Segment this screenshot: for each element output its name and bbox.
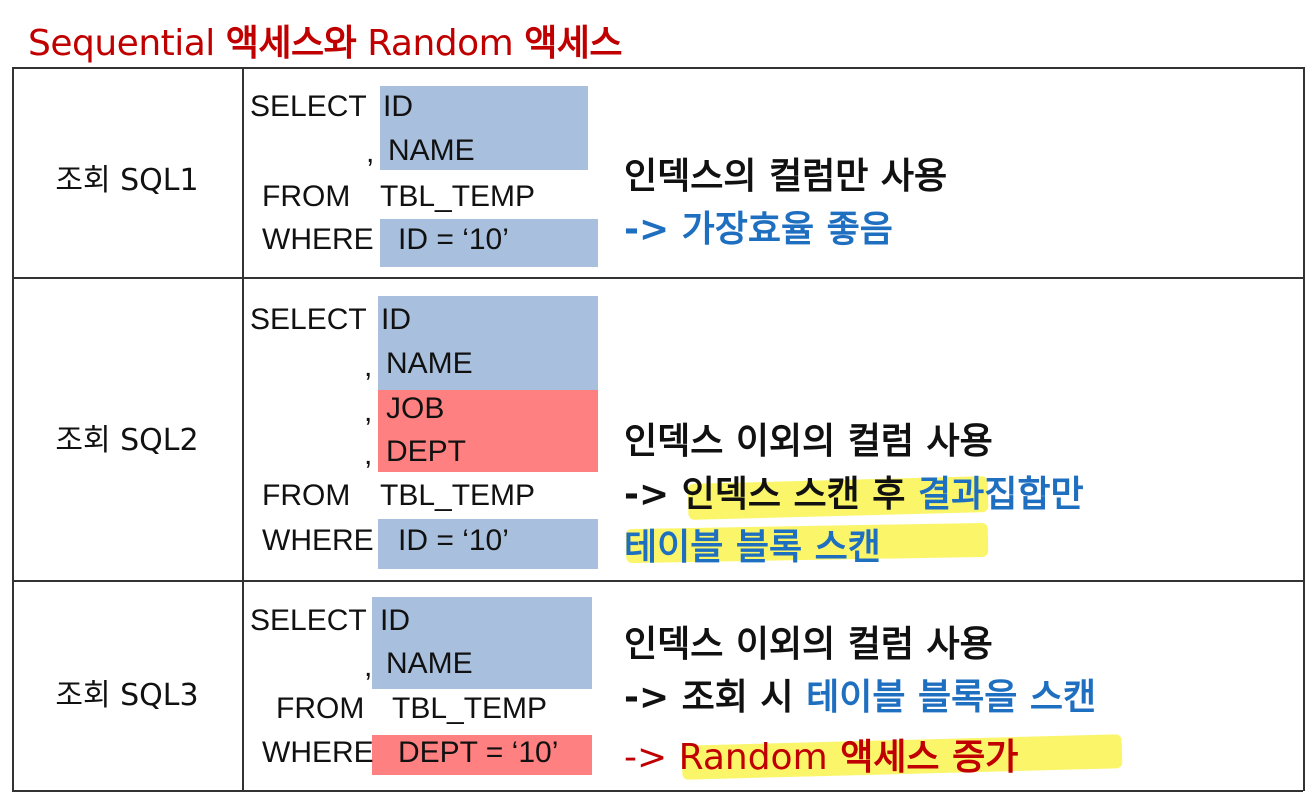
index-condition-highlight xyxy=(378,519,598,569)
sql-where-condition: ID = ‘10’ xyxy=(398,223,509,256)
note-line-3: -> Random 액세스 증가 xyxy=(624,728,1018,780)
title-part-1: Sequential xyxy=(28,23,226,64)
note-line-3: 테이블 블록 스캔 xyxy=(624,527,881,568)
title-part-4: 액세스 xyxy=(524,23,623,64)
sql-comma: , xyxy=(364,350,373,383)
sql-where-keyword: WHERE xyxy=(262,736,374,769)
sql-from-keyword: FROM xyxy=(276,692,365,725)
note-line-2: -> 조회 시 테이블 블록을 스캔 xyxy=(624,668,1096,720)
note-text-emphasis: 액세스 증가 xyxy=(827,737,1019,778)
note-line-1: 인덱스의 컬럼만 사용 xyxy=(624,156,948,197)
index-column-highlight xyxy=(372,597,592,689)
index-column-highlight xyxy=(378,296,598,390)
note-text-emphasis: 테이블 블록을 스캔 xyxy=(806,677,1097,718)
sql-table-name: TBL_TEMP xyxy=(380,479,536,512)
sql-from-keyword: FROM xyxy=(262,180,351,213)
note-line-2: -> 가장효율 좋음 xyxy=(624,209,893,250)
table-border-top xyxy=(12,67,1303,69)
note-text: Random xyxy=(678,737,828,778)
sql-column-name: NAME xyxy=(388,134,475,167)
row-label-sql2: 조회 SQL2 xyxy=(55,423,199,458)
sql-column-dept: DEPT xyxy=(386,435,467,468)
row-label-sql3: 조회 SQL3 xyxy=(55,678,199,713)
non-index-column-highlight xyxy=(378,390,598,472)
note-arrow: -> xyxy=(624,474,682,515)
sql-column-id: ID xyxy=(380,604,410,637)
sql-comma: , xyxy=(364,438,373,471)
note-line-1: 인덱스 이외의 컬럼 사용 xyxy=(624,624,993,665)
table-column-divider xyxy=(242,67,244,791)
title-part-3: Random xyxy=(356,23,525,64)
sql-column-name: NAME xyxy=(386,647,473,680)
note-arrow: -> xyxy=(624,737,679,778)
sql-from-keyword: FROM xyxy=(262,479,351,512)
note-text: -> 조회 시 xyxy=(624,677,807,718)
note-line-2: -> 인덱스 스캔 후 결과집합만 xyxy=(624,465,1084,517)
sql-table-name: TBL_TEMP xyxy=(392,692,548,725)
sql-select-keyword: SELECT xyxy=(250,90,367,123)
sql-select-keyword: SELECT xyxy=(250,604,367,637)
table-border-left xyxy=(12,67,14,791)
title-part-2: 액세스와 xyxy=(225,23,357,64)
sql-where-condition: DEPT = ‘10’ xyxy=(398,736,559,769)
sql-where-keyword: WHERE xyxy=(262,524,374,557)
table-border-right xyxy=(1303,67,1305,791)
sql-comma: , xyxy=(364,395,373,428)
non-index-condition-highlight xyxy=(372,735,592,775)
table-border-bottom xyxy=(12,790,1303,792)
sql-column-id: ID xyxy=(381,303,411,336)
index-condition-highlight xyxy=(380,219,598,267)
sql-table-name: TBL_TEMP xyxy=(380,180,536,213)
table-divider-2 xyxy=(12,580,1303,582)
table-divider-1 xyxy=(12,277,1303,279)
sql-select-keyword: SELECT xyxy=(250,303,367,336)
note-text: 인덱스 스캔 후 xyxy=(681,474,918,515)
note-line-1: 인덱스 이외의 컬럼 사용 xyxy=(624,421,993,462)
sql-where-keyword: WHERE xyxy=(262,223,374,256)
sql-where-condition: ID = ‘10’ xyxy=(398,524,509,557)
sql-comma: , xyxy=(364,650,373,683)
row-label-sql1: 조회 SQL1 xyxy=(55,163,199,198)
index-column-highlight xyxy=(380,86,588,170)
sql-column-name: NAME xyxy=(386,347,473,380)
note-text-emphasis: 결과집합만 xyxy=(917,474,1084,515)
sql-column-id: ID xyxy=(383,90,413,123)
sql-comma: , xyxy=(366,136,375,169)
sql-column-job: JOB xyxy=(386,392,445,425)
page-title: Sequential 액세스와 Random 액세스 xyxy=(28,14,623,66)
